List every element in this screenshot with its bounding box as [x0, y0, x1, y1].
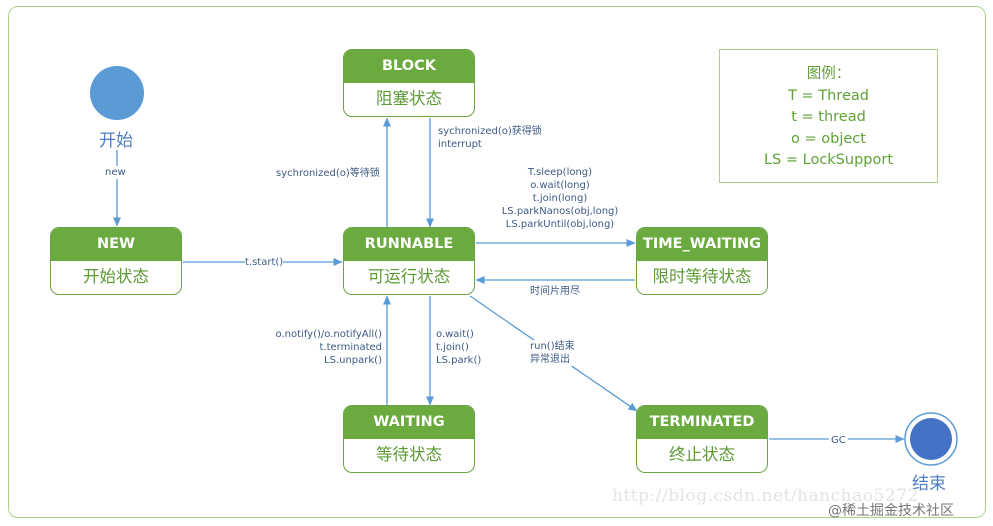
state-new: NEW 开始状态	[50, 227, 182, 295]
legend-title: 图例：	[806, 66, 851, 82]
label-to-waiting-line: o.wait()	[436, 329, 474, 340]
state-runnable-subtitle: 可运行状态	[367, 267, 451, 286]
label-to-waiting-line: LS.park()	[436, 355, 482, 366]
label-to-block: sychronized(o)等待锁	[276, 168, 380, 179]
legend-item: o = object	[791, 130, 866, 147]
label-to-waiting: o.wait() t.join() LS.park()	[436, 328, 481, 367]
state-block-title: BLOCK	[344, 50, 474, 83]
state-terminated: TERMINATED 终止状态	[636, 405, 768, 473]
state-terminated-subtitle: 终止状态	[669, 445, 735, 464]
label-gc: GC	[829, 434, 848, 447]
end-node	[910, 418, 952, 460]
legend-item: LS = LockSupport	[763, 152, 894, 168]
state-time-waiting: TIME_WAITING 限时等待状态	[636, 227, 768, 295]
label-start: t.start()	[245, 256, 284, 269]
watermark-url: http://blog.csdn.net/hanchao5272	[612, 486, 919, 506]
state-waiting-subtitle: 等待状态	[376, 445, 442, 464]
state-waiting-title: WAITING	[344, 406, 474, 439]
label-to-time-waiting-line: o.wait(long)	[530, 180, 590, 191]
legend-item: t = thread	[791, 109, 866, 125]
state-new-subtitle: 开始状态	[83, 267, 149, 286]
label-from-waiting-line: o.notify()/o.notifyAll()	[275, 329, 382, 340]
start-node	[90, 66, 144, 120]
label-to-time-waiting-line: LS.parkUntil(obj,long)	[505, 219, 615, 230]
state-runnable-title: RUNNABLE	[344, 228, 474, 261]
label-to-waiting-line: t.join()	[436, 342, 469, 353]
label-from-time-waiting: 时间片用尽	[530, 286, 580, 297]
start-label: 开始	[99, 131, 133, 151]
label-from-block-line: interrupt	[438, 139, 482, 150]
label-to-terminated-line: 异常退出	[530, 354, 570, 365]
state-time-waiting-subtitle: 限时等待状态	[652, 267, 752, 286]
label-from-block-line: sychronized(o)获得锁	[438, 126, 542, 137]
label-from-waiting-line: t.terminated	[319, 342, 382, 353]
diagram-frame	[8, 6, 986, 518]
credit-text: @稀土掘金技术社区	[828, 503, 954, 519]
label-from-waiting: o.notify()/o.notifyAll() t.terminated LS…	[264, 328, 382, 367]
label-to-time-waiting-line: t.join(long)	[532, 193, 588, 204]
label-new: new	[105, 166, 126, 179]
state-runnable: RUNNABLE 可运行状态	[343, 227, 475, 295]
label-to-time-waiting-line: LS.parkNanos(obj,long)	[501, 206, 619, 217]
end-label: 结束	[912, 474, 946, 494]
state-block: BLOCK 阻塞状态	[343, 49, 475, 117]
state-new-title: NEW	[51, 228, 181, 261]
legend-box: 图例： T = Thread t = thread o = object LS …	[719, 49, 938, 183]
label-to-terminated: run()结束 异常退出	[530, 340, 575, 366]
state-block-subtitle: 阻塞状态	[376, 89, 442, 108]
label-from-waiting-line: LS.unpark()	[324, 355, 382, 366]
state-time-waiting-title: TIME_WAITING	[637, 228, 767, 261]
legend-item: T = Thread	[788, 87, 869, 104]
state-terminated-title: TERMINATED	[637, 406, 767, 439]
state-waiting: WAITING 等待状态	[343, 405, 475, 473]
label-to-time-waiting: T.sleep(long) o.wait(long) t.join(long) …	[495, 166, 625, 231]
label-to-time-waiting-line: T.sleep(long)	[527, 167, 593, 178]
label-from-block: sychronized(o)获得锁 interrupt	[438, 125, 542, 151]
label-to-terminated-line: run()结束	[530, 341, 575, 352]
